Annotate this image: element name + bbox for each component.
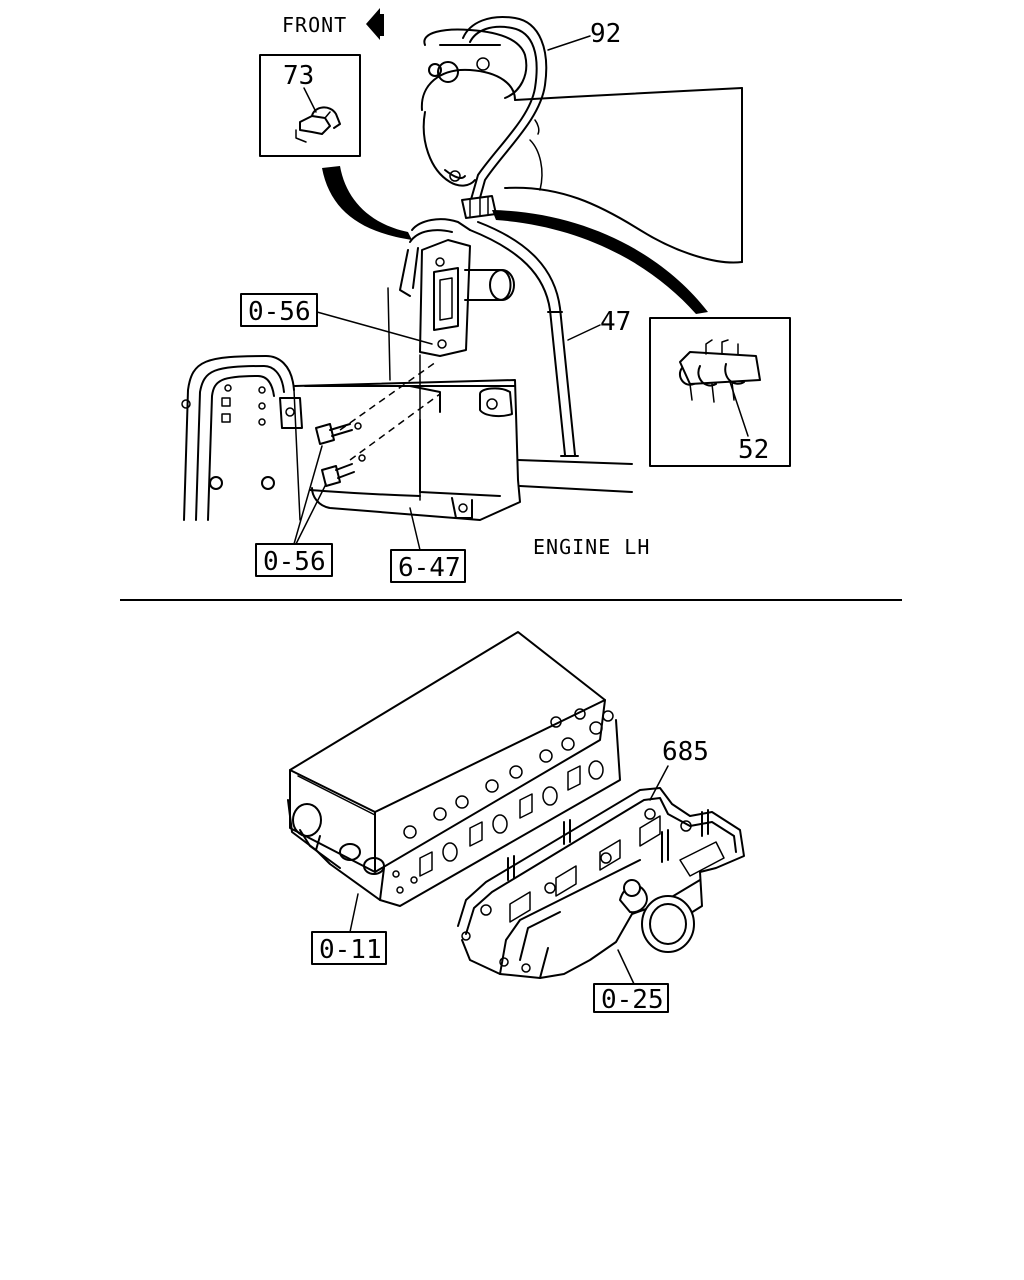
heat-shield-cover [294, 379, 633, 521]
callout-73: 73 [283, 61, 314, 91]
bolt-lower [321, 454, 366, 487]
cylinder-head [287, 631, 621, 907]
ref-box-cover: 6-47 [390, 549, 466, 583]
pipe-47 [469, 221, 579, 457]
ref-0-11: 0-11 [319, 935, 382, 965]
callout-leader-52 [729, 381, 749, 437]
front-arrow-icon [366, 8, 380, 40]
callout-47: 47 [600, 307, 631, 337]
callout-685: 685 [662, 737, 709, 767]
front-arrow-shaft [378, 14, 384, 36]
ref-leader-cover [409, 507, 421, 551]
callout-52: 52 [738, 435, 769, 465]
callout-leader-92 [547, 35, 591, 51]
ref-box-bolts: 0-56 [255, 543, 333, 577]
callout-leader-47 [567, 324, 601, 341]
callout-leader-685 [649, 765, 669, 801]
ref-box-intake-manifold: 0-25 [593, 983, 669, 1015]
pointer-52-icon [492, 210, 708, 314]
engine-lh-label: ENGINE LH [533, 535, 650, 559]
ref-0-25: 0-25 [601, 985, 664, 1015]
callout-92: 92 [590, 19, 621, 49]
bolt-guide-2 [349, 393, 441, 461]
bolt-upper [315, 422, 362, 445]
ref-leader-bracket [316, 311, 433, 345]
ref-box-cylinder-head: 0-11 [311, 931, 387, 965]
ref-6-47: 6-47 [398, 553, 461, 583]
top-view: FRONT 92 [181, 8, 791, 583]
callout-leader-73 [303, 87, 317, 113]
inset-clip-73 [259, 54, 361, 157]
ref-box-bracket: 0-56 [240, 293, 318, 327]
hose-92 [462, 16, 548, 206]
ref-leader-bolts-1 [293, 445, 323, 545]
front-label: FRONT [282, 13, 347, 37]
inset-clip-52 [649, 317, 791, 467]
intake-manifold [457, 787, 745, 979]
bolt-guide-1 [339, 361, 437, 431]
ref-leader-cylinder-head [349, 893, 359, 933]
ref-0-56-bracket: 0-56 [248, 297, 311, 327]
engine-block-lh [181, 355, 303, 521]
bottom-view: 685 0-11 0-25 [287, 631, 745, 1015]
ref-0-56-bolts: 0-56 [263, 547, 326, 577]
ref-leader-intake-manifold [617, 949, 635, 985]
ref-leader-bolts-2 [295, 483, 327, 545]
clip-52 [461, 195, 497, 219]
turbocharger [420, 28, 743, 264]
bracket-assembly [387, 218, 515, 501]
pointer-73-icon [322, 166, 412, 240]
